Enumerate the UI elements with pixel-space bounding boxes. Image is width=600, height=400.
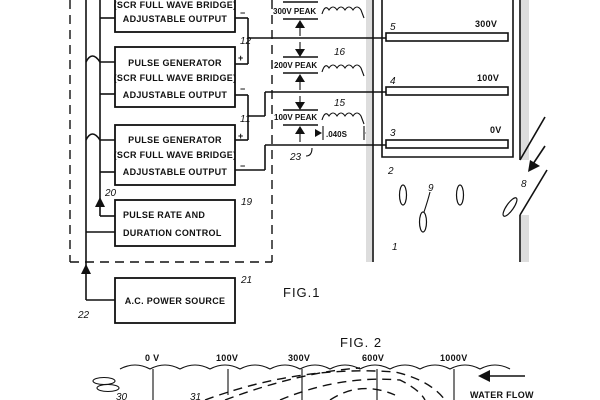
probe-voltage: 100V (216, 353, 238, 363)
minus-terminal: − (240, 84, 246, 94)
peak-label: 200V PEAK (274, 61, 317, 70)
water-surface (119, 364, 511, 370)
arrow-down-icon (295, 102, 305, 110)
field-lines: 31 (190, 367, 446, 400)
arrow-up-icon (295, 74, 305, 82)
reference-numeral: 31 (190, 392, 201, 400)
electrode-voltage: 100V (477, 73, 499, 83)
reference-numeral: 2 (387, 166, 394, 177)
generator-label: (SCR FULL WAVE BRIDGE) (114, 0, 237, 10)
generator-label: ADJUSTABLE OUTPUT (123, 167, 228, 177)
figure-1-title: FIG.1 (283, 285, 321, 300)
reference-numeral: 19 (241, 197, 253, 208)
fish-icon (418, 211, 428, 233)
flow-arrow-icon (528, 160, 540, 172)
reference-numeral: 4 (390, 76, 396, 87)
minus-terminal: − (240, 161, 246, 171)
electrode-3: 3 0V (300, 125, 509, 149)
power-source-label: A.C. POWER SOURCE (125, 296, 226, 306)
pulse-generator-13: (SCR FULL WAVE BRIDGE) ADJUSTABLE OUTPUT… (100, 0, 249, 38)
channel-walls (366, 0, 548, 262)
fish-icon (96, 383, 120, 393)
reference-numeral: 11 (240, 114, 250, 125)
fish-fig2: 30 (92, 376, 128, 400)
arrow-down-icon (295, 49, 305, 57)
reference-numeral: 3 (390, 128, 396, 139)
plus-terminal: + (238, 131, 244, 141)
reference-numeral: 15 (334, 98, 346, 109)
generator-label: (SCR FULL WAVE BRIDGE) (114, 150, 237, 160)
bus-lines (81, 0, 115, 301)
arrow-left-icon (478, 370, 490, 382)
arrow-up-icon (95, 197, 105, 207)
reference-numeral: 23 (289, 152, 302, 163)
pulse-generator-11: PULSE GENERATOR (SCR FULL WAVE BRIDGE) A… (85, 91, 300, 186)
reference-numeral: 9 (428, 183, 434, 194)
probe-voltage: 1000V (440, 353, 468, 363)
voltage-probes: 0 V 100V 300V 600V 1000V (145, 353, 468, 400)
water-flow-indicator: WATER FLOW (470, 370, 534, 400)
electrode-5: 5 300V (300, 19, 509, 42)
arrow-up-icon (295, 126, 305, 134)
generator-label: PULSE GENERATOR (128, 58, 222, 68)
pulse-rate-duration-control: PULSE RATE AND DURATION CONTROL 19 20 (104, 188, 253, 247)
reference-numeral: 1 (392, 242, 398, 253)
electrode-enclosure: 2 (381, 0, 514, 177)
plus-terminal: + (238, 53, 244, 63)
ac-power-source: A.C. POWER SOURCE 21 22 (77, 275, 252, 324)
arrow-up-icon (295, 20, 305, 28)
arrow-right-icon (315, 129, 322, 137)
reference-numeral: 21 (240, 275, 252, 286)
peak-indicators: 300V PEAK 200V PEAK 16 100V PEAK 15 .040… (273, 1, 372, 163)
electrode-voltage: 300V (475, 19, 497, 29)
fish-icon (92, 376, 116, 386)
reference-numeral: 8 (521, 179, 527, 190)
water-flow-label: WATER FLOW (470, 390, 534, 400)
reference-numeral: 30 (116, 392, 128, 400)
reference-numeral: 22 (77, 310, 90, 321)
reference-numeral: 5 (390, 22, 396, 33)
peak-label: 300V PEAK (273, 7, 316, 16)
control-label: PULSE RATE AND (123, 210, 205, 220)
arrow-up-icon (81, 264, 91, 274)
figure-2-title: FIG. 2 (340, 335, 382, 350)
fish-icon (455, 184, 465, 206)
circuit-enclosure (69, 0, 273, 263)
probe-voltage: 0 V (145, 353, 159, 363)
fish-group: 9 1 8 (392, 145, 546, 253)
probe-voltage: 600V (362, 353, 384, 363)
pulse-generator-12: PULSE GENERATOR (SCR FULL WAVE BRIDGE) A… (85, 36, 300, 116)
fish-icon (502, 197, 518, 217)
electrode-4: 4 100V (300, 73, 509, 96)
minus-terminal: − (240, 8, 246, 18)
generator-label: PULSE GENERATOR (128, 135, 222, 145)
electrode-voltage: 0V (490, 125, 502, 135)
generator-label: ADJUSTABLE OUTPUT (123, 14, 228, 24)
control-label: DURATION CONTROL (123, 228, 222, 238)
fish-icon (398, 184, 408, 206)
reference-numeral: 12 (240, 36, 252, 47)
probe-voltage: 300V (288, 353, 310, 363)
generator-label: (SCR FULL WAVE BRIDGE) (114, 73, 237, 83)
peak-label: 100V PEAK (274, 113, 317, 122)
generator-label: ADJUSTABLE OUTPUT (123, 90, 228, 100)
duration-label: .040S (326, 130, 348, 139)
reference-numeral: 16 (334, 47, 346, 58)
reference-numeral: 20 (104, 188, 117, 199)
